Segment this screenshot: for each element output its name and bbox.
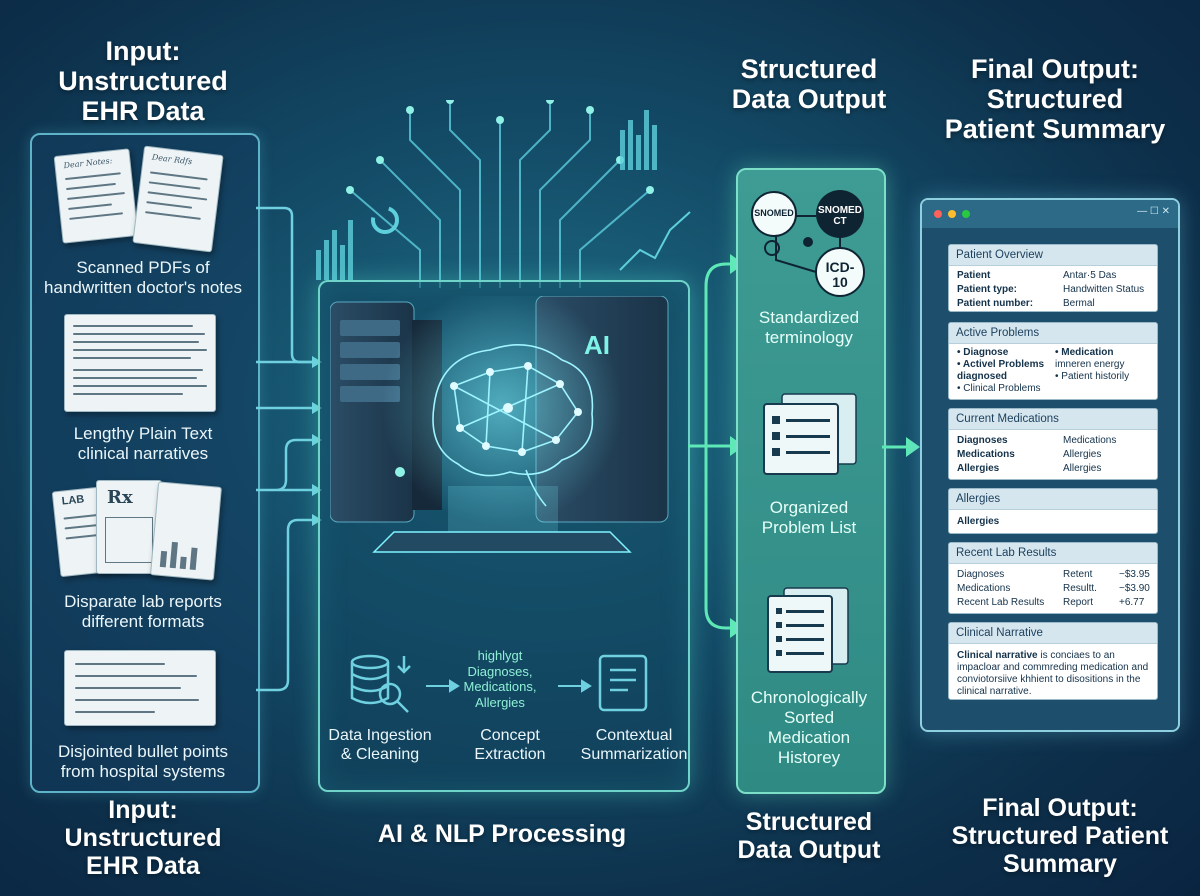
table-row: Patient number:Bermal [957, 298, 1095, 309]
final-arrow [882, 437, 920, 457]
terminology-graph [751, 190, 865, 297]
list-item: • Clinical Problems [957, 383, 1041, 394]
ai-badge: AI [584, 330, 610, 360]
structured-heading-bottom: Structured Data Output [737, 808, 881, 864]
doc-heading: Dear Rdfs [151, 152, 193, 167]
output-label-problem-list: Organized Problem List [761, 498, 857, 538]
card-clinical-narrative: Clinical Narrative Clinical narrative is… [948, 622, 1158, 700]
list-item: • Patient historily [1055, 371, 1130, 382]
input-label-handwritten: Scanned PDFs of handwritten doctor's not… [44, 258, 242, 298]
lab-chart-doc [150, 481, 222, 581]
input-heading-top: Input: Unstructured EHR Data [58, 36, 228, 127]
extraction-text: highlygt Diagnoses, Medications, Allergi… [463, 648, 537, 710]
close-dot[interactable] [934, 210, 942, 218]
circuit-decoration [316, 100, 691, 288]
table-row: Allergies [957, 516, 1000, 527]
doc-heading: Dear Notes: [63, 156, 113, 171]
bullet-points-doc [64, 650, 216, 726]
narrative-text: Clinical narrative is conciaes to an imp… [957, 650, 1149, 697]
card-title: Patient Overview [949, 245, 1157, 266]
list-item: • Diagnose [957, 347, 1009, 358]
output-label-medication-history: Chronologically Sorted Medication Histor… [750, 688, 868, 768]
input-label-plain-text: Lengthy Plain Text clinical narratives [73, 424, 213, 464]
processing-heading: AI & NLP Processing [377, 820, 627, 848]
stage-summarization: Contextual Summarization [580, 727, 688, 764]
node-snomed: SNOMED [754, 208, 794, 218]
input-heading-bottom: Input: Unstructured EHR Data [64, 796, 222, 880]
server-illustration [330, 296, 669, 553]
structured-heading-top: Structured Data Output [731, 54, 887, 115]
lab-tag: LAB [61, 493, 85, 508]
output-label-terminology: Standardized terminology [758, 308, 860, 348]
node-snomed-ct: SNOMED CT [818, 205, 862, 227]
stage-ingestion: Data Ingestion & Cleaning [328, 727, 432, 764]
final-heading-top: Final Output: Structured Patient Summary [944, 54, 1166, 145]
input-label-bullet-points: Disjointed bullet points from hospital s… [57, 742, 229, 782]
handwritten-note-doc-2: Dear Rdfs [132, 145, 224, 253]
handwritten-note-doc: Dear Notes: [53, 148, 139, 244]
card-title: Clinical Narrative [949, 623, 1157, 644]
card-allergies: Allergies Allergies [948, 488, 1158, 534]
problem-list-icon [763, 393, 857, 475]
card-title: Recent Lab Results [949, 543, 1157, 564]
card-title: Current Medications [949, 409, 1157, 430]
window-controls[interactable]: — ☐ ✕ [1137, 206, 1170, 217]
input-label-lab-reports: Disparate lab reports different formats [64, 592, 222, 632]
plain-text-doc [64, 314, 216, 412]
window-title-bar: — ☐ ✕ [922, 200, 1178, 228]
maximize-dot[interactable] [962, 210, 970, 218]
table-row: Patient type:Handwitten Status [957, 284, 1145, 295]
input-arrows [256, 206, 322, 692]
stage-arrows [426, 679, 592, 693]
card-active-problems: Active Problems • Diagnose • Activel Pro… [948, 322, 1158, 400]
medication-history-icon [767, 587, 849, 673]
stage-extraction: Concept Extraction [474, 727, 546, 764]
card-title: Active Problems [949, 323, 1157, 344]
rx-tag: Rx [107, 487, 133, 508]
database-icon [350, 654, 411, 713]
minimize-dot[interactable] [948, 210, 956, 218]
list-item: imneren energy [1055, 359, 1125, 370]
node-icd10: ICD- 10 [825, 259, 855, 291]
list-item: • Activel Problems [957, 359, 1045, 370]
list-item: • Medication [1055, 347, 1114, 358]
card-title: Allergies [949, 489, 1157, 510]
final-heading-bottom: Final Output: Structured Patient Summary [951, 794, 1169, 878]
list-item: diagnosed [957, 371, 1008, 382]
summary-doc-icon [598, 654, 648, 712]
